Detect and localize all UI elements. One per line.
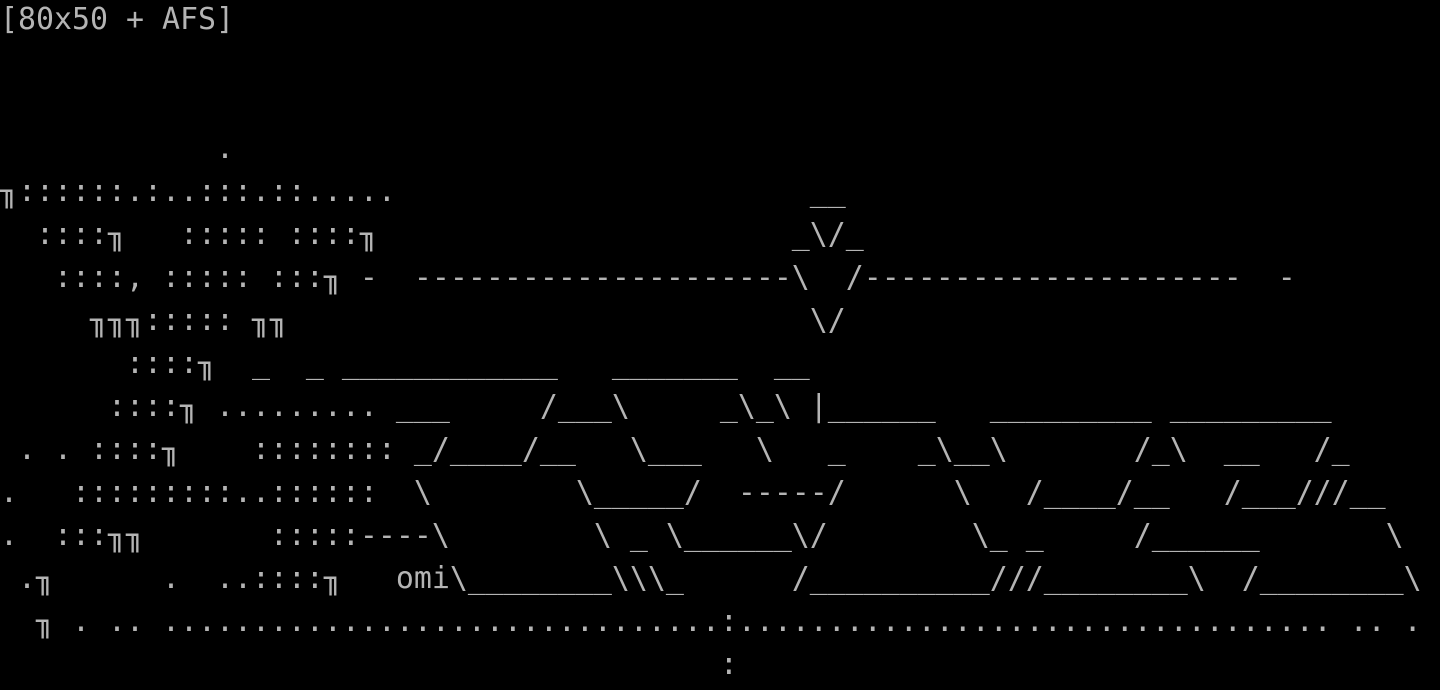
terminal-line: . :::╖╖ :::::----\ \ _ \______\/ \_ _ /_… <box>0 518 1404 553</box>
terminal-line <box>0 41 1422 84</box>
terminal-line: ::::╖ ......... ___ /___\ _\_\ |______ _… <box>0 389 1332 424</box>
terminal-line: ::::╖ ::::: ::::╖ _\/_ <box>0 217 864 252</box>
terminal-line: ╖╖╖::::: ╖╖ \/ <box>0 303 846 338</box>
terminal-line: ╖ . .. ...............................:.… <box>0 604 1422 639</box>
terminal-line: : <box>0 647 738 682</box>
terminal-line <box>0 84 1422 127</box>
terminal-line: ╖::::::.:..:::.::..... __ <box>0 174 846 209</box>
terminal-line: ::::╖ _ _ ____________ _______ __ <box>0 346 810 381</box>
terminal-line: ::::, ::::: :::╖ - ---------------------… <box>0 260 1296 295</box>
terminal-line: . :::::::::..:::::: \ \_____/ -----/ \ /… <box>0 475 1386 510</box>
terminal-title-line: [80x50 + AFS] <box>0 2 234 37</box>
terminal-line: . <box>0 131 234 166</box>
terminal-line: .╖ . ..::::╖ omi\________\\\_ /_________… <box>0 561 1422 596</box>
terminal-line: . . ::::╖ :::::::: _/____/__ \___ \ _ _\… <box>0 432 1350 467</box>
